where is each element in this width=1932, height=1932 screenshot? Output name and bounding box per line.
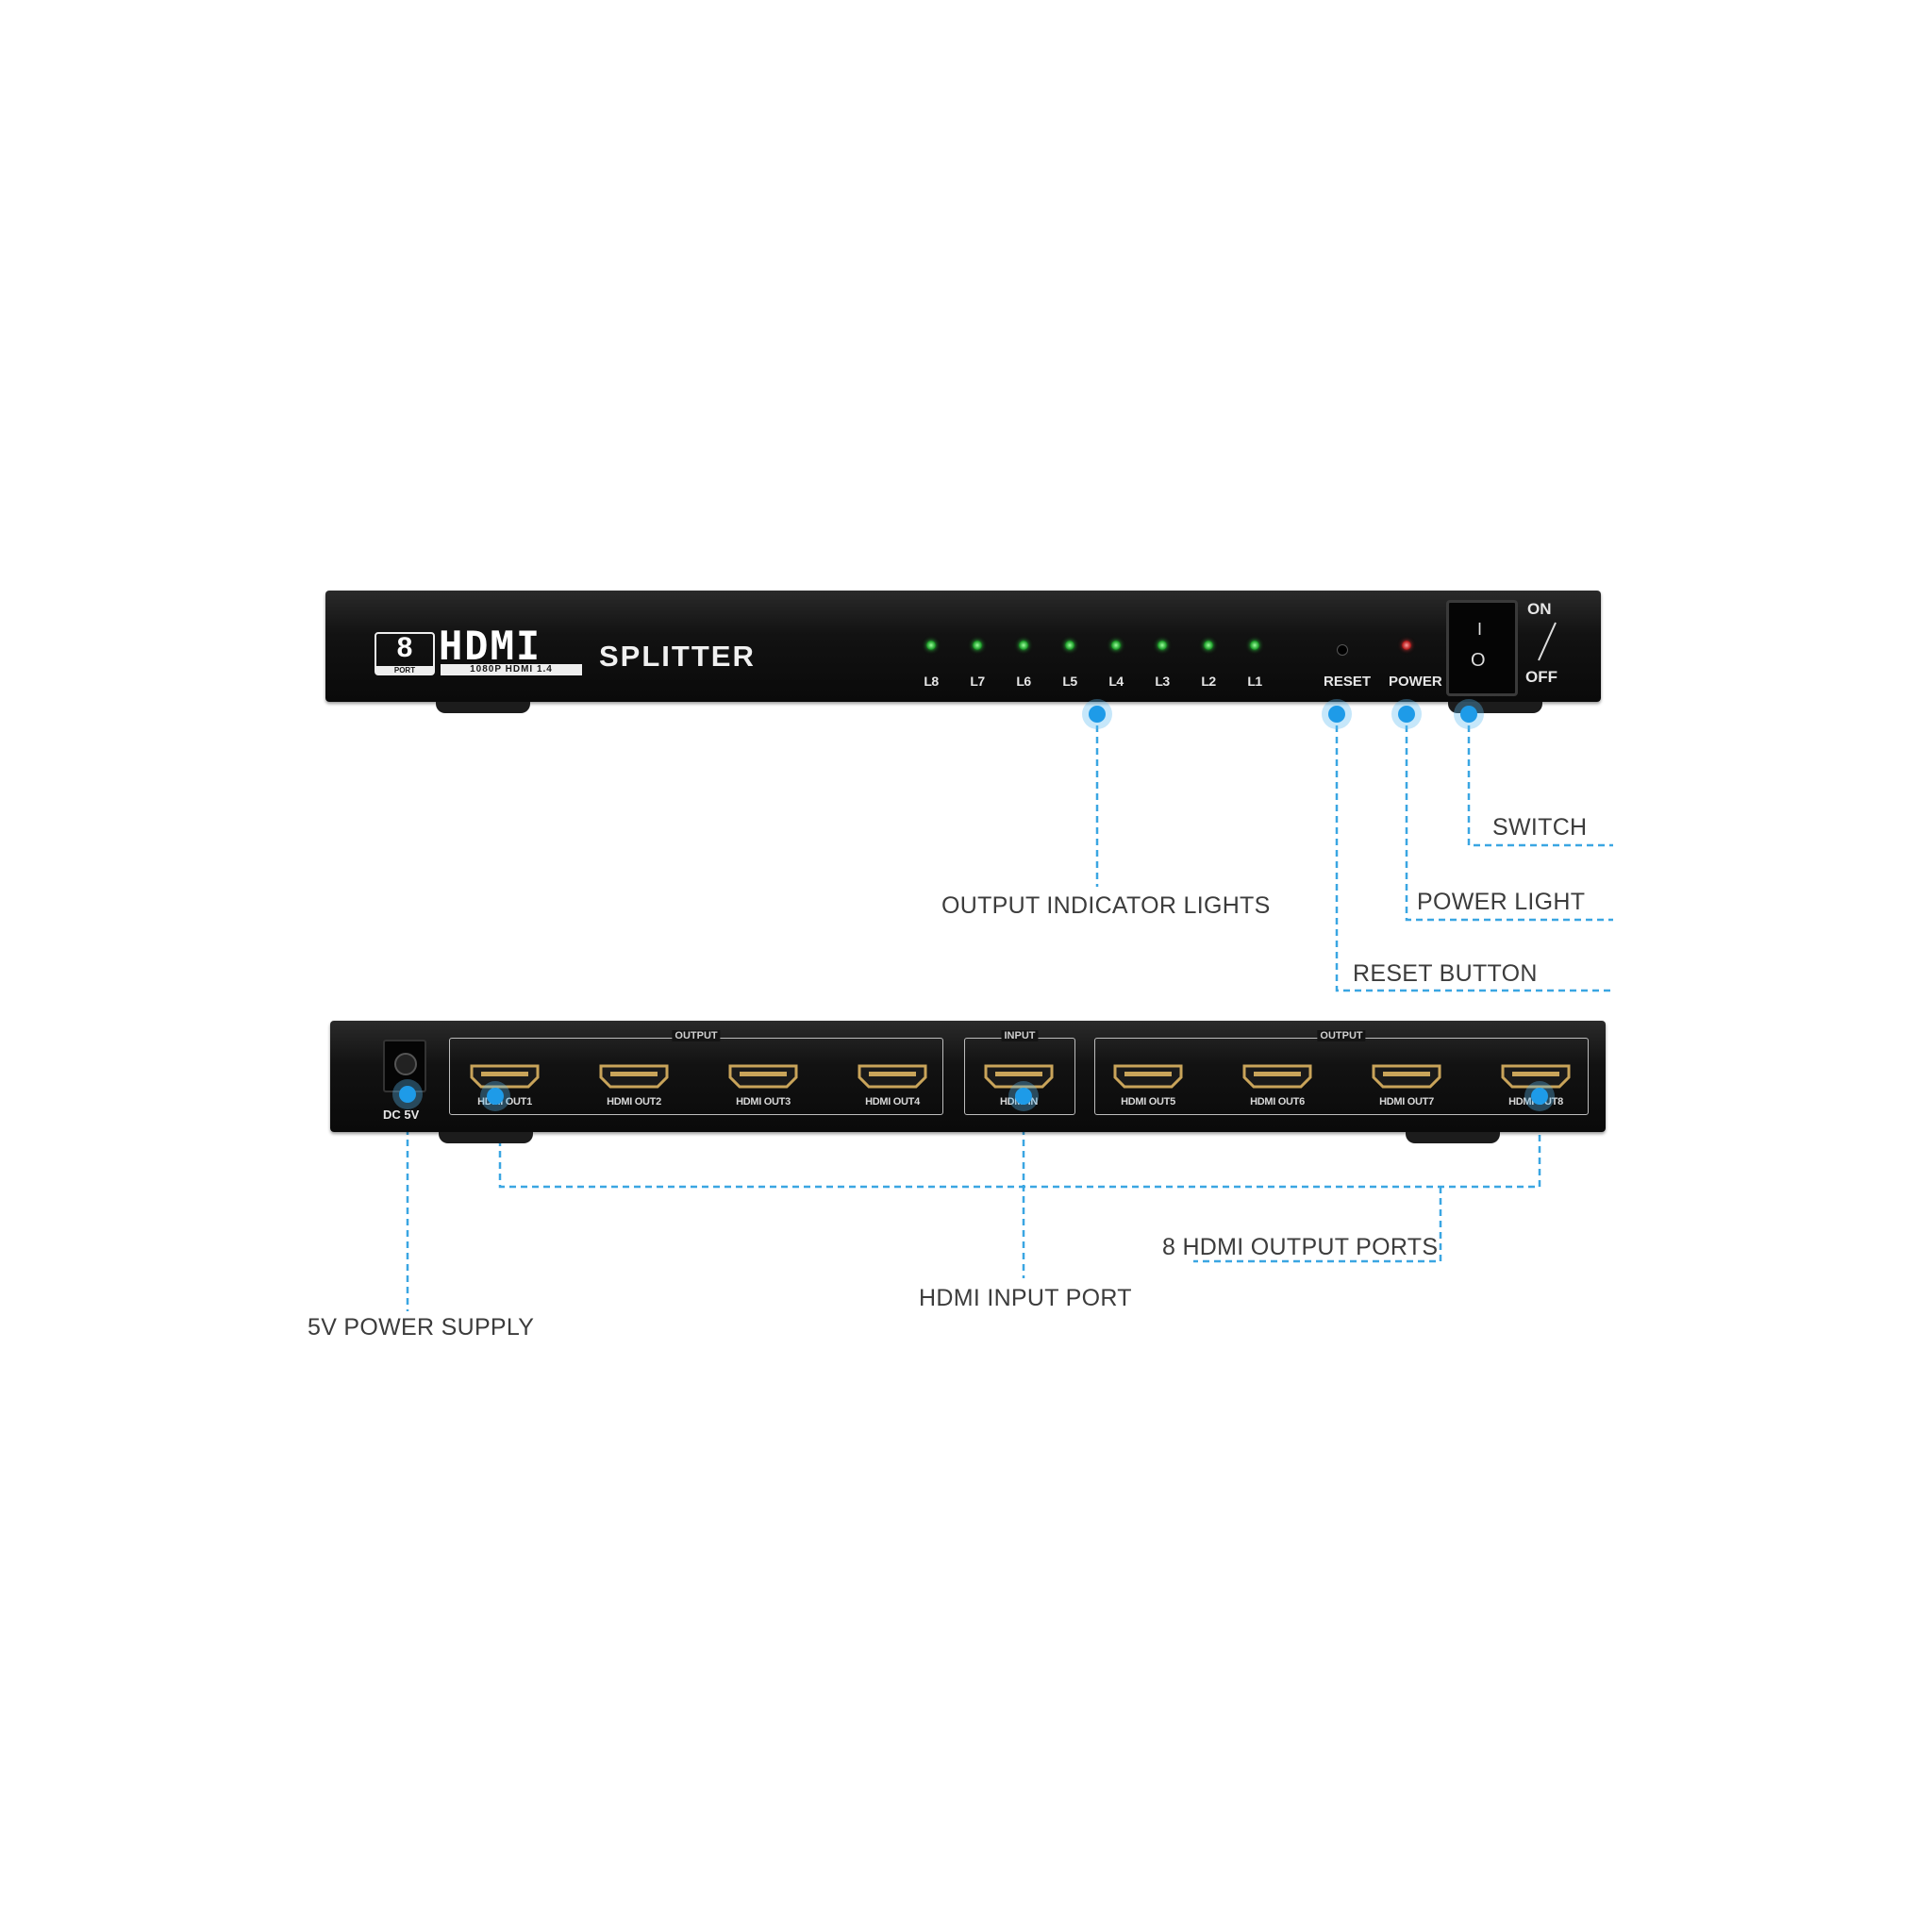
dc-jack-socket bbox=[394, 1053, 417, 1075]
hdmi-out-port-4-label: HDMI OUT4 bbox=[865, 1096, 920, 1108]
back-right-foot bbox=[1406, 1132, 1500, 1143]
hdmi-logo-text: HDMI bbox=[439, 623, 542, 669]
output-led-label: L8 bbox=[924, 674, 939, 689]
output-led-label: L7 bbox=[970, 674, 985, 689]
reset-callout-dot bbox=[1328, 706, 1345, 723]
hdmi-out-port-6[interactable] bbox=[1242, 1062, 1312, 1091]
switch-off-label: OFF bbox=[1525, 668, 1557, 686]
port-count-label: PORT bbox=[376, 666, 433, 675]
callout-power-light: POWER LIGHT bbox=[1417, 889, 1586, 915]
callout-reset-button: RESET BUTTON bbox=[1353, 960, 1538, 987]
hdmi-out-port-8[interactable] bbox=[1501, 1062, 1571, 1091]
hdmi-out-port-2-label: HDMI OUT2 bbox=[607, 1096, 661, 1108]
hdmi-out-port-7[interactable] bbox=[1372, 1062, 1441, 1091]
output-group-right-label: OUTPUT bbox=[1317, 1030, 1366, 1041]
out8-callout-dot bbox=[1531, 1088, 1548, 1105]
power-label: POWER bbox=[1389, 674, 1442, 690]
hdmi-out-port-5[interactable] bbox=[1113, 1062, 1183, 1091]
hdmi-out-port-4[interactable] bbox=[858, 1062, 927, 1091]
input-group: INPUT bbox=[964, 1030, 1075, 1115]
reset-pinhole[interactable] bbox=[1337, 644, 1348, 656]
output-led-l2 bbox=[1204, 641, 1213, 650]
output-led-l7 bbox=[973, 641, 982, 650]
power-callout-line bbox=[1405, 714, 1613, 922]
hdmi-out-port-6-label: HDMI OUT6 bbox=[1250, 1096, 1305, 1108]
output-led-label: L5 bbox=[1062, 674, 1077, 689]
power-callout-dot bbox=[1398, 706, 1415, 723]
reset-callout-line bbox=[1335, 714, 1613, 992]
dc-jack[interactable] bbox=[383, 1040, 426, 1092]
hdmi-out-port-5-label: HDMI OUT5 bbox=[1121, 1096, 1175, 1108]
switch-on-mark: I bbox=[1477, 620, 1483, 639]
output-led-label: L4 bbox=[1108, 674, 1124, 689]
front-left-foot bbox=[436, 702, 530, 713]
leds-callout-dot bbox=[1089, 706, 1106, 723]
dc-callout-dot bbox=[399, 1086, 416, 1103]
output-led-l4 bbox=[1111, 641, 1121, 650]
back-panel: DC 5V OUTPUT INPUT OUTPUT HDMI OUT1 HDMI … bbox=[330, 1021, 1606, 1132]
input-group-label: INPUT bbox=[1001, 1030, 1039, 1041]
out1-callout-dot bbox=[487, 1088, 504, 1105]
switch-callout-line bbox=[1467, 714, 1613, 847]
hdmi-out-port-3-label: HDMI OUT3 bbox=[736, 1096, 791, 1108]
output-group-left: OUTPUT bbox=[449, 1030, 943, 1115]
switch-slash-icon bbox=[1538, 622, 1557, 661]
output-led-l8 bbox=[926, 641, 936, 650]
hdmi-logo-subtitle: 1080P HDMI 1.4 bbox=[441, 664, 582, 675]
output-led-label: L3 bbox=[1155, 674, 1170, 689]
port-count-badge: 8 PORT bbox=[375, 632, 435, 675]
splitter-title: SPLITTER bbox=[599, 640, 756, 673]
hdmi-in-port[interactable] bbox=[984, 1062, 1054, 1091]
callout-input-port: HDMI INPUT PORT bbox=[919, 1285, 1132, 1311]
callout-power-supply: 5V POWER SUPPLY bbox=[308, 1314, 535, 1341]
hdmi-out-port-1[interactable] bbox=[470, 1062, 540, 1091]
callout-output-indicator-lights: OUTPUT INDICATOR LIGHTS bbox=[941, 892, 1271, 919]
callout-output-ports: 8 HDMI OUTPUT PORTS bbox=[1162, 1234, 1439, 1260]
reset-label: RESET bbox=[1324, 674, 1372, 690]
output-led-l1 bbox=[1250, 641, 1259, 650]
output-led-label: L2 bbox=[1201, 674, 1216, 689]
output-group-right: OUTPUT bbox=[1094, 1030, 1589, 1115]
switch-callout-dot bbox=[1460, 706, 1477, 723]
dc-label: DC 5V bbox=[383, 1108, 420, 1122]
output-led-l3 bbox=[1158, 641, 1167, 650]
switch-on-label: ON bbox=[1527, 600, 1552, 618]
switch-off-mark: O bbox=[1471, 650, 1486, 671]
input-callout-dot bbox=[1015, 1088, 1032, 1105]
output-led-l6 bbox=[1019, 641, 1028, 650]
hdmi-out-port-1-label: HDMI OUT1 bbox=[477, 1096, 532, 1108]
front-panel: 8 PORT HDMI 1080P HDMI 1.4 SPLITTER L8 L7… bbox=[325, 591, 1601, 702]
hdmi-out-port-2[interactable] bbox=[599, 1062, 669, 1091]
output-led-label: L1 bbox=[1247, 674, 1262, 689]
output-led-label: L6 bbox=[1016, 674, 1031, 689]
back-left-foot bbox=[439, 1132, 533, 1143]
callout-switch: SWITCH bbox=[1492, 814, 1588, 841]
hdmi-out-port-3[interactable] bbox=[728, 1062, 798, 1091]
port-count-number: 8 bbox=[396, 632, 413, 663]
output-led-l5 bbox=[1065, 641, 1074, 650]
outputs-callout-leader bbox=[1193, 1187, 1442, 1263]
power-led bbox=[1402, 641, 1411, 650]
power-switch[interactable]: I O bbox=[1446, 600, 1518, 696]
output-group-left-label: OUTPUT bbox=[672, 1030, 721, 1041]
hdmi-out-port-7-label: HDMI OUT7 bbox=[1379, 1096, 1434, 1108]
